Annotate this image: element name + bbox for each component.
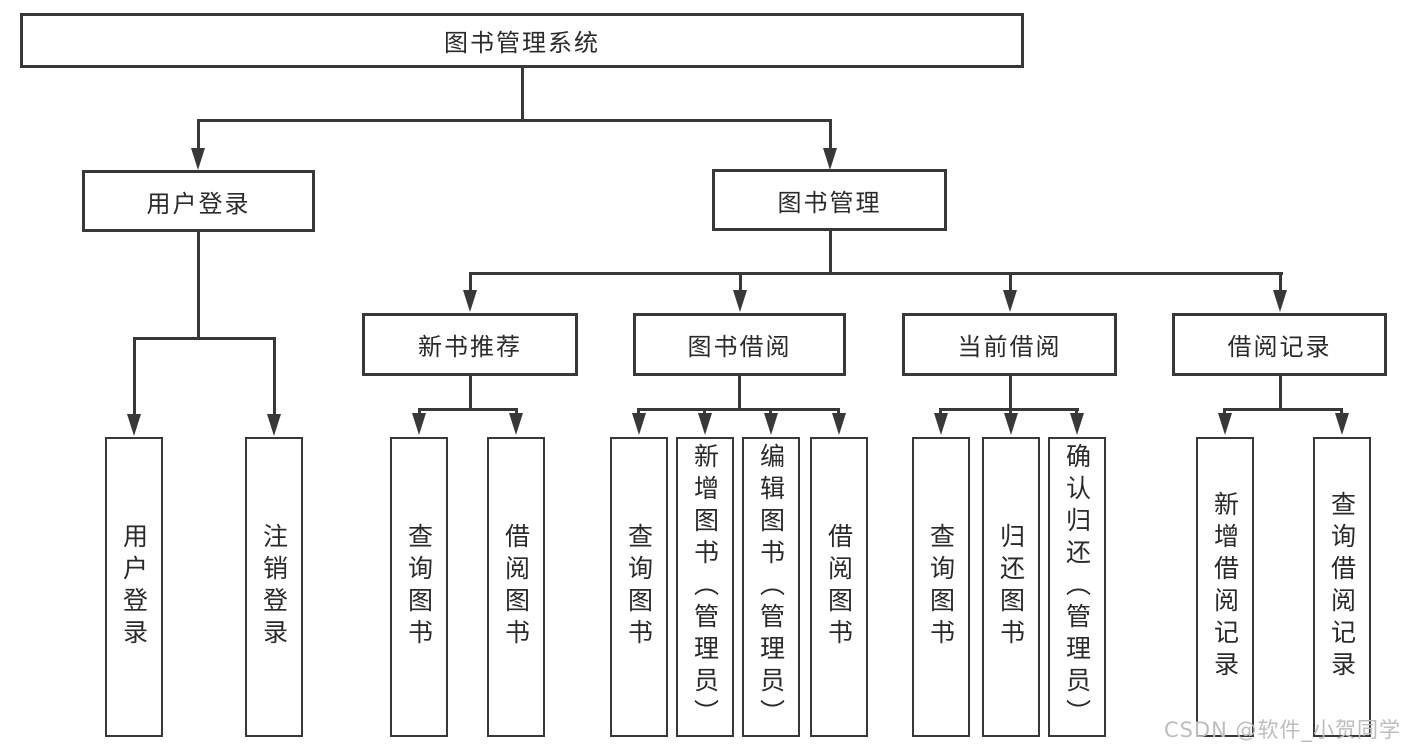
arrow-down-icon	[463, 290, 477, 312]
arrow-down-icon	[733, 290, 747, 312]
connector-line	[829, 231, 832, 272]
node-label: 新增借阅记录	[1210, 491, 1240, 683]
arrow-down-icon	[412, 413, 426, 435]
arrow-down-icon	[1003, 290, 1017, 312]
leaf-query-books-borrow: 查询图书	[610, 437, 668, 737]
node-current-borrowing: 当前借阅	[902, 313, 1117, 376]
arrow-down-icon	[764, 413, 778, 435]
leaf-confirm-return-admin: 确认归还（管理员）	[1048, 437, 1106, 737]
arrow-down-icon	[823, 148, 837, 170]
connector-line	[469, 376, 472, 408]
leaf-user-login: 用户登录	[105, 437, 163, 737]
connector-line	[273, 337, 276, 414]
connector-line	[703, 408, 706, 417]
connector-line	[1340, 408, 1343, 417]
arrow-down-icon	[632, 413, 646, 435]
leaf-query-books-current: 查询图书	[912, 437, 970, 737]
leaf-query-books-recommend: 查询图书	[390, 437, 448, 737]
connector-line	[738, 376, 741, 408]
node-label: 查询图书	[624, 523, 654, 651]
node-label: 用户登录	[119, 523, 149, 651]
arrow-down-icon	[509, 413, 523, 435]
leaf-add-books-admin: 新增图书（管理员）	[676, 437, 734, 737]
node-label: 借阅图书	[501, 523, 531, 651]
arrow-down-icon	[1335, 413, 1349, 435]
node-label: 确认归还（管理员）	[1062, 443, 1092, 731]
connector-line	[1279, 376, 1282, 408]
node-label: 借阅记录	[1227, 333, 1332, 361]
node-label: 用户登录	[146, 189, 251, 218]
node-label: 借阅图书	[824, 523, 854, 651]
node-book-management: 图书管理	[712, 169, 947, 231]
node-label: 当前借阅	[957, 333, 1062, 361]
node-book-borrowing: 图书借阅	[633, 313, 846, 376]
arrow-down-icon	[1070, 413, 1084, 435]
arrow-down-icon	[832, 413, 846, 435]
node-borrowing-records: 借阅记录	[1172, 313, 1387, 376]
connector-line	[939, 408, 942, 417]
connector-line	[1009, 408, 1012, 417]
leaf-logout: 注销登录	[245, 437, 303, 737]
node-label: 归还图书	[996, 523, 1026, 651]
connector-line	[418, 408, 518, 411]
arrow-down-icon	[934, 413, 948, 435]
node-new-book-recommendation: 新书推荐	[362, 313, 578, 376]
connector-line	[197, 119, 832, 122]
connector-line	[1075, 408, 1078, 417]
connector-line	[1223, 408, 1343, 411]
connector-line	[769, 408, 772, 417]
node-label: 图书借阅	[687, 333, 792, 361]
leaf-query-borrow-record: 查询借阅记录	[1313, 437, 1371, 737]
arrow-down-icon	[1004, 413, 1018, 435]
connector-line	[133, 337, 136, 414]
arrow-down-icon	[698, 413, 712, 435]
node-label: 注销登录	[259, 523, 289, 651]
connector-line	[469, 272, 1283, 275]
arrow-down-icon	[1273, 290, 1287, 312]
connector-line	[1009, 376, 1012, 408]
connector-line	[829, 119, 832, 150]
arrow-down-icon	[127, 414, 141, 436]
connector-line	[197, 232, 200, 337]
connector-line	[837, 408, 840, 417]
connector-line	[637, 408, 640, 417]
connector-line	[418, 408, 421, 417]
node-library-management-system: 图书管理系统	[20, 13, 1024, 68]
node-user-login: 用户登录	[82, 170, 315, 232]
connector-line	[515, 408, 518, 417]
arrow-down-icon	[267, 414, 281, 436]
connector-line	[521, 68, 524, 119]
connector-line	[1009, 272, 1012, 292]
node-label: 编辑图书（管理员）	[756, 443, 786, 731]
connector-line	[469, 272, 472, 292]
arrow-down-icon	[1218, 413, 1232, 435]
connector-line	[197, 119, 200, 150]
arrow-down-icon	[191, 148, 205, 170]
csdn-watermark: CSDN @软件_小贺同学	[1163, 718, 1401, 742]
connector-line	[1223, 408, 1226, 417]
connector-line	[739, 272, 742, 292]
node-label: 图书管理	[777, 188, 882, 217]
connector-line	[1279, 272, 1282, 292]
connector-line	[133, 337, 276, 340]
leaf-borrow-books-recommend: 借阅图书	[487, 437, 545, 737]
connector-line	[637, 408, 840, 411]
leaf-edit-books-admin: 编辑图书（管理员）	[742, 437, 800, 737]
leaf-borrow-books: 借阅图书	[810, 437, 868, 737]
node-label: 查询借阅记录	[1327, 491, 1357, 683]
node-label: 图书管理系统	[444, 29, 600, 57]
node-label: 查询图书	[926, 523, 956, 651]
node-label: 查询图书	[404, 523, 434, 651]
node-label: 新书推荐	[418, 333, 522, 361]
leaf-return-books: 归还图书	[982, 437, 1040, 737]
node-label: 新增图书（管理员）	[690, 443, 720, 731]
leaf-add-borrow-record: 新增借阅记录	[1196, 437, 1254, 737]
